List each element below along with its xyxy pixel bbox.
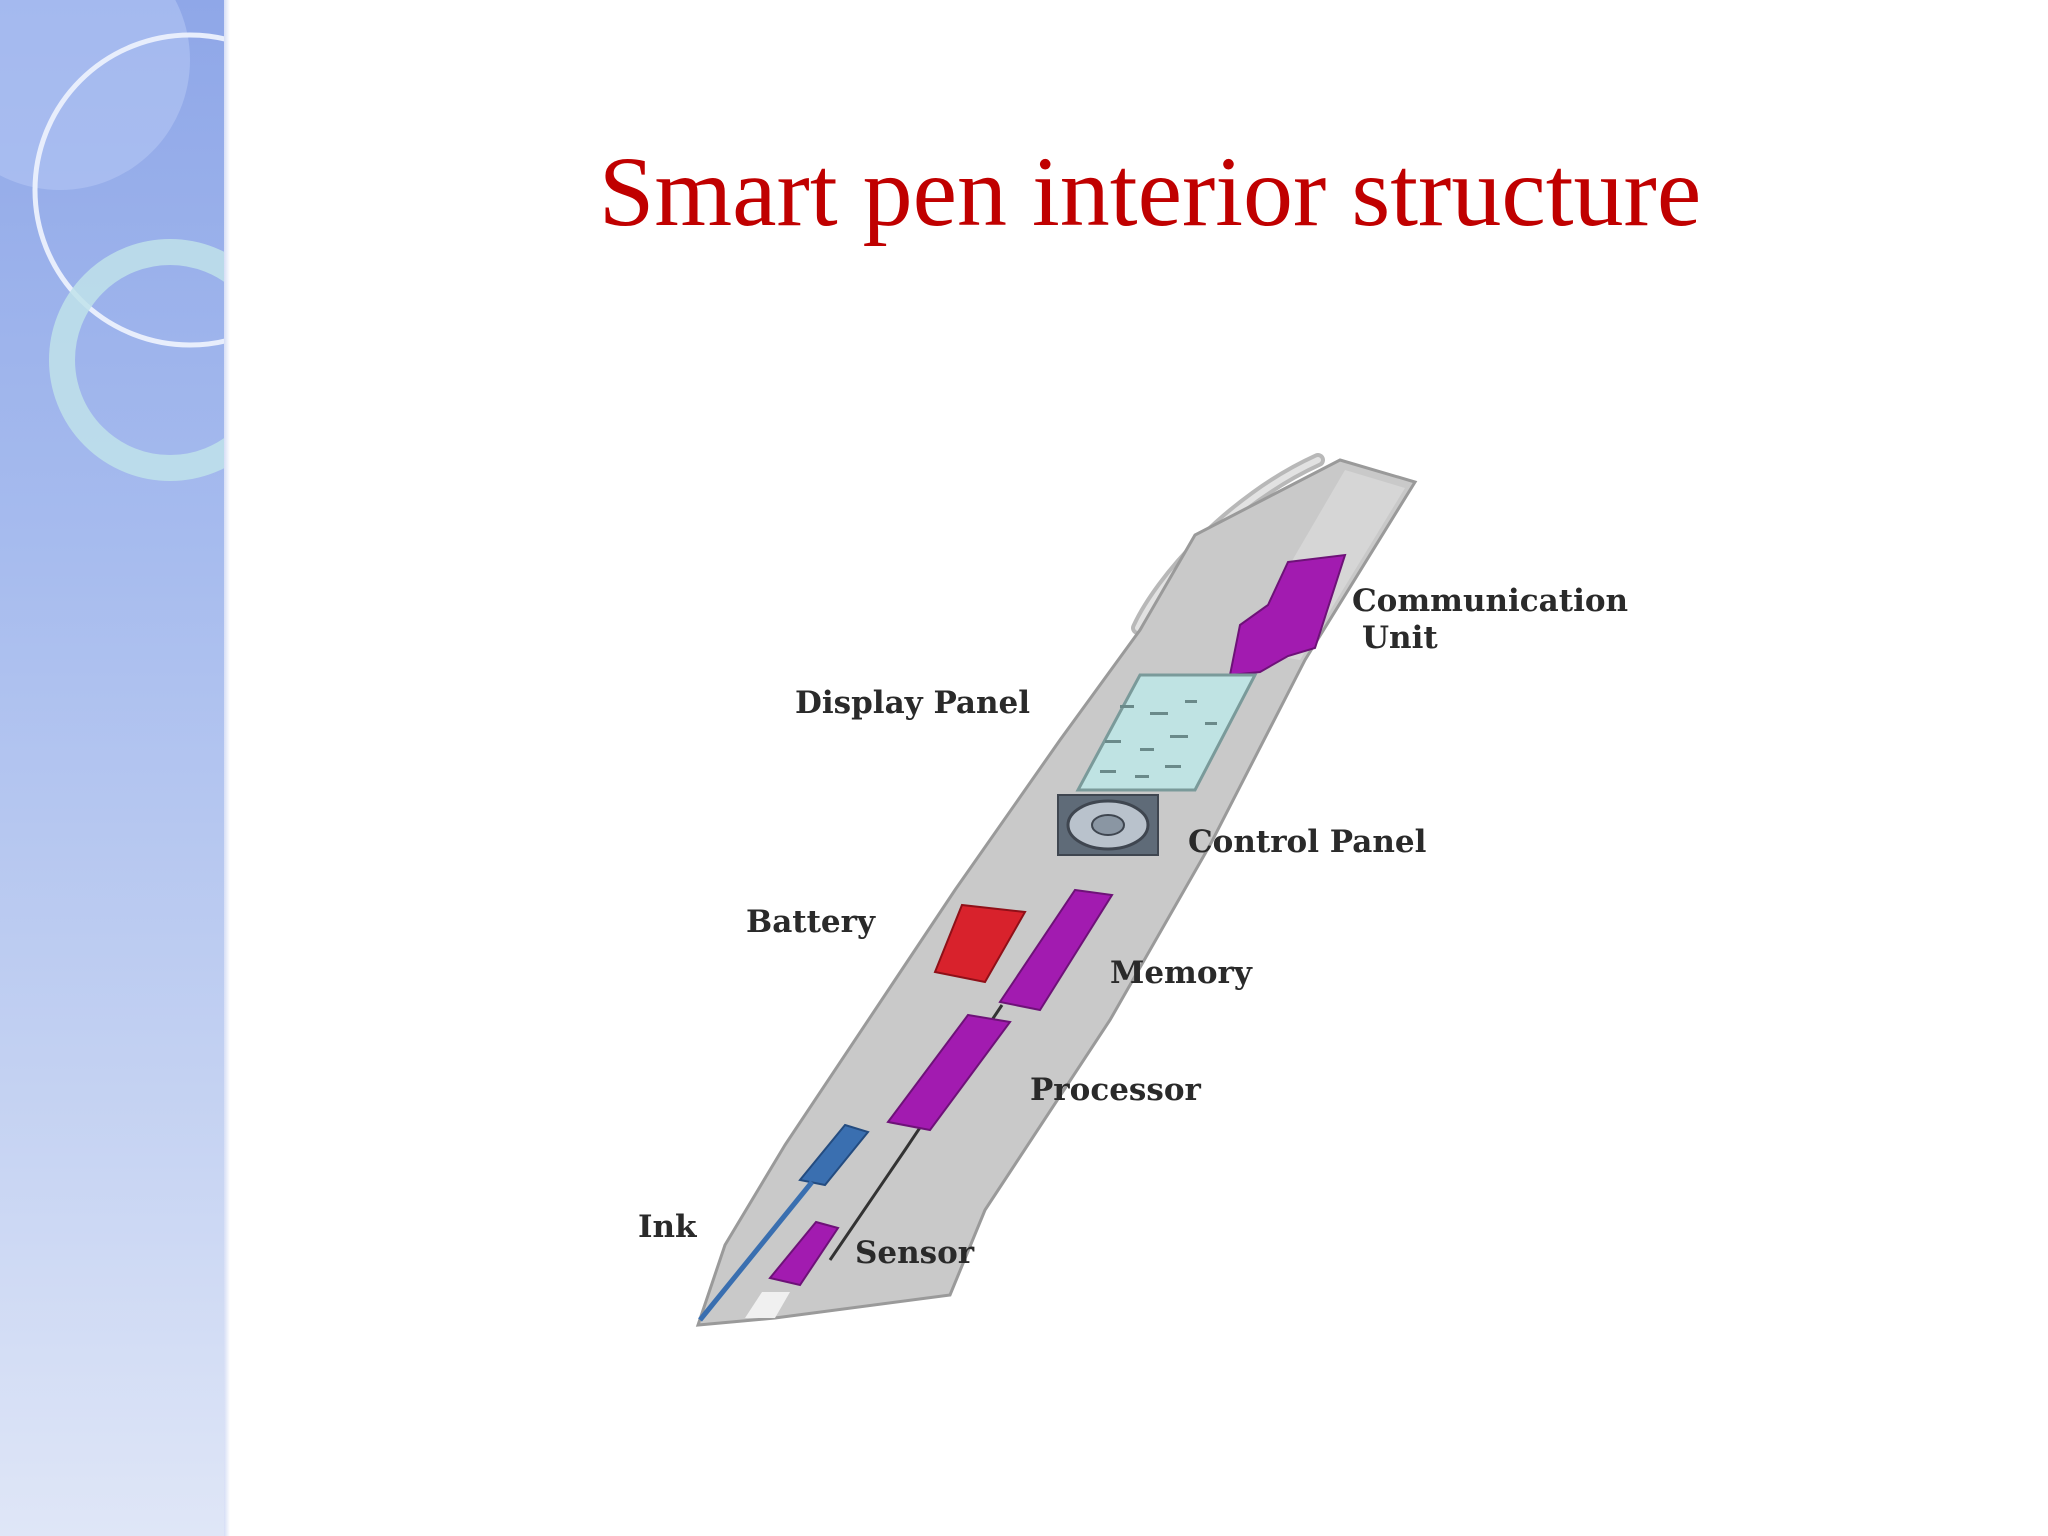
ink-component	[798, 1123, 870, 1187]
label-communication: Communication	[1352, 583, 1628, 619]
label-battery: Battery	[746, 904, 876, 940]
display-panel-component	[1075, 673, 1258, 792]
processor-component	[886, 1013, 1012, 1132]
circles-decoration	[0, 0, 228, 481]
sidebar-decoration	[0, 0, 228, 1536]
label-communication-unit: Unit	[1362, 620, 1438, 656]
communication-unit-component	[1228, 553, 1347, 677]
battery-component	[933, 903, 1027, 984]
slide-title: Smart pen interior structure	[598, 136, 1702, 247]
label-sensor: Sensor	[855, 1235, 975, 1271]
sidebar-edge	[224, 0, 230, 1536]
label-control-panel: Control Panel	[1188, 824, 1426, 860]
label-ink: Ink	[638, 1209, 698, 1245]
label-processor: Processor	[1030, 1072, 1202, 1108]
label-memory: Memory	[1110, 955, 1253, 991]
memory-component	[998, 888, 1114, 1012]
label-display-panel: Display Panel	[795, 685, 1030, 721]
sensor-component	[768, 1220, 840, 1287]
